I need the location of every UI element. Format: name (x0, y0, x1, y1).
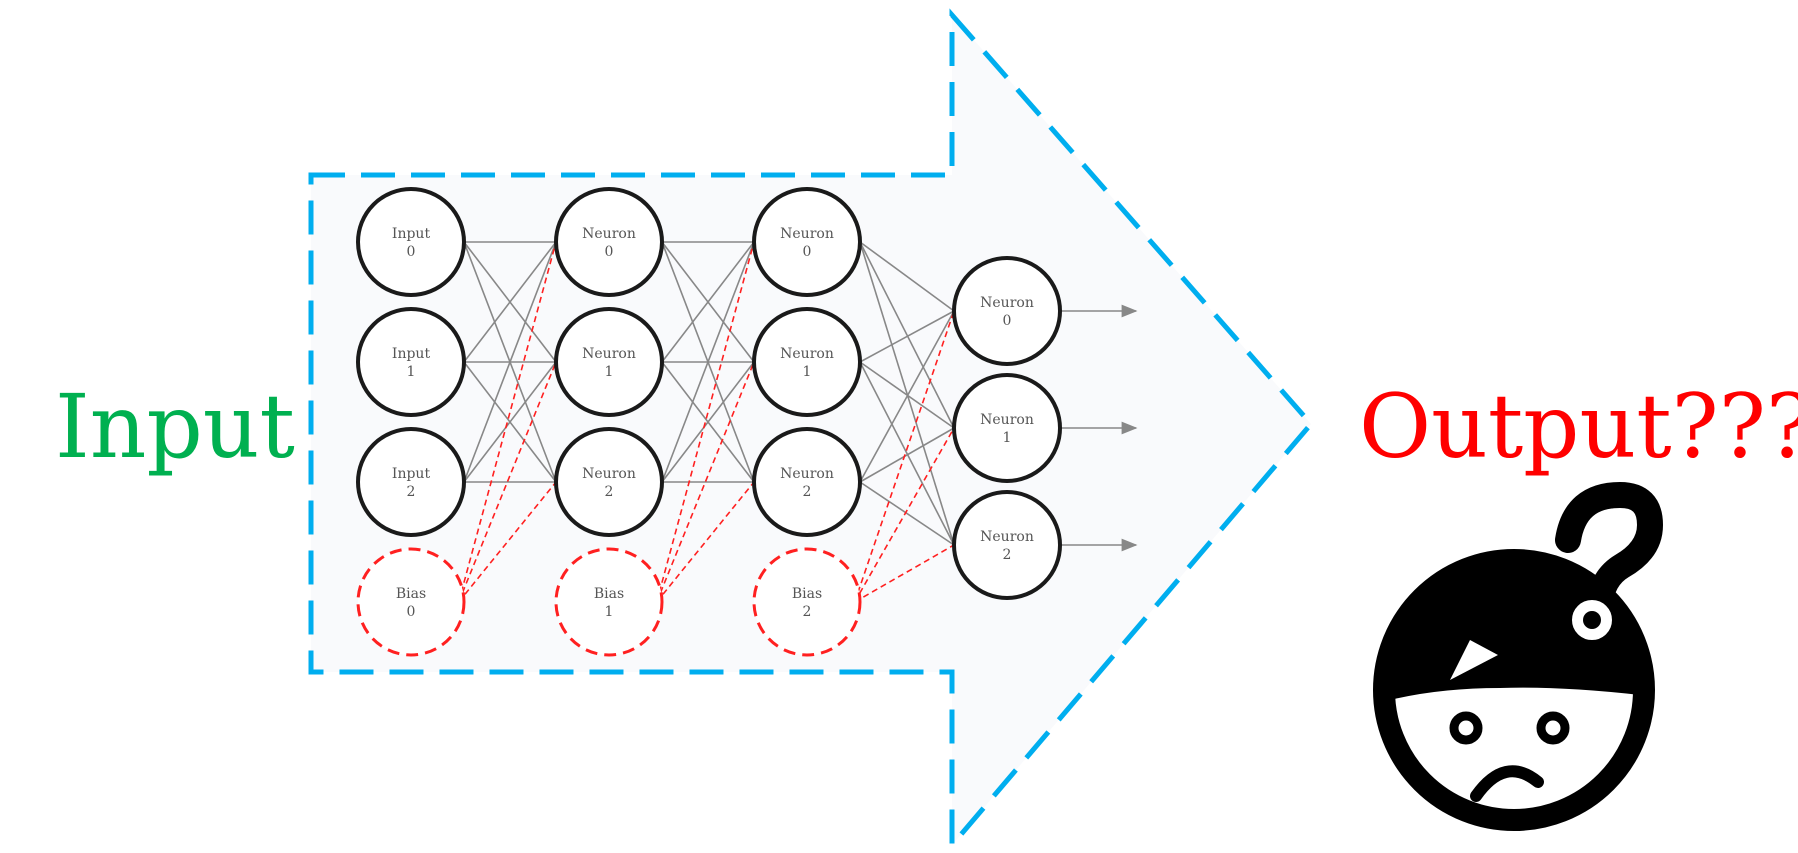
hidden-layer-2-node-1: Neuron 1 (752, 307, 862, 417)
output-layer-node-1-circle (952, 373, 1062, 483)
bias-edge-2-1 (854, 427, 955, 603)
hidden-layer-1-node-1-label: Neuron (582, 346, 636, 362)
hidden-layer-2-bias-index: 2 (803, 604, 812, 620)
frown-mouth (1470, 765, 1544, 802)
hidden-layer-1-node-1-index: 1 (605, 364, 614, 380)
output-layer-node-0: Neuron 0 (952, 256, 1062, 366)
bias-edge-2-2 (854, 544, 955, 603)
output-layer-node-0-index: 0 (1003, 313, 1012, 329)
edge-0-2-0 (463, 241, 557, 483)
hidden-layer-2-node-1-circle (752, 307, 862, 417)
edge-2-1-0 (859, 310, 955, 363)
edge-0-2-1 (463, 361, 557, 483)
output-layer-node-1-index: 1 (1003, 430, 1012, 446)
bias-edge-0-2 (458, 481, 557, 603)
hidden-layer-2-bias: Bias 2 (752, 547, 862, 657)
edge-1-2-0 (661, 241, 755, 483)
hidden-layer-2-node-0: Neuron 0 (752, 187, 862, 297)
hidden-layer-1-node-2-label: Neuron (582, 466, 636, 482)
edge-0-1-0 (463, 241, 557, 363)
question-mark-icon (1555, 481, 1664, 617)
output-layer-node-2: Neuron 2 (952, 490, 1062, 600)
hidden-layer-2-node-1-label: Neuron (780, 346, 834, 362)
left-eye (1449, 711, 1483, 745)
hidden-layer-2-node-0-index: 0 (803, 244, 812, 260)
bias-edge-0-1 (457, 361, 557, 603)
input-layer-node-2: Input 2 (356, 427, 466, 537)
edge-2-2-2 (859, 481, 955, 546)
output-layer-node-0-circle (952, 256, 1062, 366)
hidden-layer-1-bias-label: Bias (594, 586, 624, 602)
hidden-layer-2-bias-label: Bias (792, 586, 822, 602)
hidden-layer-1-node-0-circle (554, 187, 664, 297)
bias-edge-1-0 (655, 241, 755, 603)
hidden-layer-1-node-2: Neuron 2 (554, 427, 664, 537)
input-layer-bias-circle (356, 547, 466, 657)
input-layer-node-1-index: 1 (407, 364, 416, 380)
input-layer-node-0-label: Input (392, 226, 431, 242)
hidden-layer-1-bias-index: 1 (605, 604, 614, 620)
hidden-layer-1-node-0-label: Neuron (582, 226, 636, 242)
hidden-layer-1-node-2-circle (554, 427, 664, 537)
input-layer-node-1: Input 1 (356, 307, 466, 417)
output-layer-node-1-label: Neuron (980, 412, 1034, 428)
hidden-layer-1-bias: Bias 1 (554, 547, 664, 657)
network-nodes: Input0Input1Input2Bias0Neuron0Neuron1Neu… (356, 187, 1062, 657)
output-layer-node-1: Neuron 1 (952, 373, 1062, 483)
input-layer-node-0: Input 0 (356, 187, 466, 297)
bias-connection-edges (457, 241, 955, 603)
edge-2-1-2 (859, 361, 955, 546)
hidden-layer-2-node-0-label: Neuron (780, 226, 834, 242)
input-label: Input (55, 375, 295, 478)
input-layer-node-0-circle (356, 187, 466, 297)
input-layer-node-1-circle (356, 307, 466, 417)
hidden-layer-2-node-2-label: Neuron (780, 466, 834, 482)
hidden-layer-2-node-2-index: 2 (803, 484, 812, 500)
hidden-layer-1-node-0-index: 0 (605, 244, 614, 260)
input-layer-node-1-label: Input (392, 346, 431, 362)
hidden-layer-2-node-2-circle (752, 427, 862, 537)
input-layer-bias-index: 0 (407, 604, 416, 620)
input-layer-node-2-label: Input (392, 466, 431, 482)
hidden-layer-1-bias-circle (554, 547, 664, 657)
output-label: Output??? (1359, 375, 1798, 478)
output-layer-node-2-circle (952, 490, 1062, 600)
edge-2-2-1 (859, 427, 955, 483)
confused-face-icon (1373, 481, 1664, 831)
output-arrows (1060, 304, 1138, 552)
input-layer-node-2-circle (356, 427, 466, 537)
input-layer-node-2-index: 2 (407, 484, 416, 500)
input-layer-bias-label: Bias (396, 586, 426, 602)
hidden-layer-1-node-0: Neuron 0 (554, 187, 664, 297)
input-layer-bias: Bias 0 (356, 547, 466, 657)
hidden-layer-2-bias-circle (752, 547, 862, 657)
edge-1-2-1 (661, 361, 755, 483)
output-layer-node-2-label: Neuron (980, 529, 1034, 545)
bias-edge-2-0 (853, 310, 955, 603)
connection-edges (463, 241, 955, 546)
edge-2-0-2 (859, 241, 955, 546)
bias-edge-0-0 (457, 241, 557, 603)
hidden-layer-2-node-0-circle (752, 187, 862, 297)
edge-2-0-0 (859, 241, 955, 312)
hidden-layer-1-node-1: Neuron 1 (554, 307, 664, 417)
edge-2-2-0 (859, 310, 955, 483)
output-layer-node-2-index: 2 (1003, 547, 1012, 563)
hidden-layer-2-node-1-index: 1 (803, 364, 812, 380)
right-eye (1536, 711, 1570, 745)
hidden-layer-1-node-1-circle (554, 307, 664, 417)
edge-2-0-1 (859, 241, 955, 429)
output-layer-node-0-label: Neuron (980, 295, 1034, 311)
edge-1-1-0 (661, 241, 755, 363)
bias-edge-1-2 (656, 481, 755, 603)
input-layer-node-0-index: 0 (407, 244, 416, 260)
hidden-layer-1-node-2-index: 2 (605, 484, 614, 500)
hidden-layer-2-node-2: Neuron 2 (752, 427, 862, 537)
bias-edge-1-1 (655, 361, 755, 603)
